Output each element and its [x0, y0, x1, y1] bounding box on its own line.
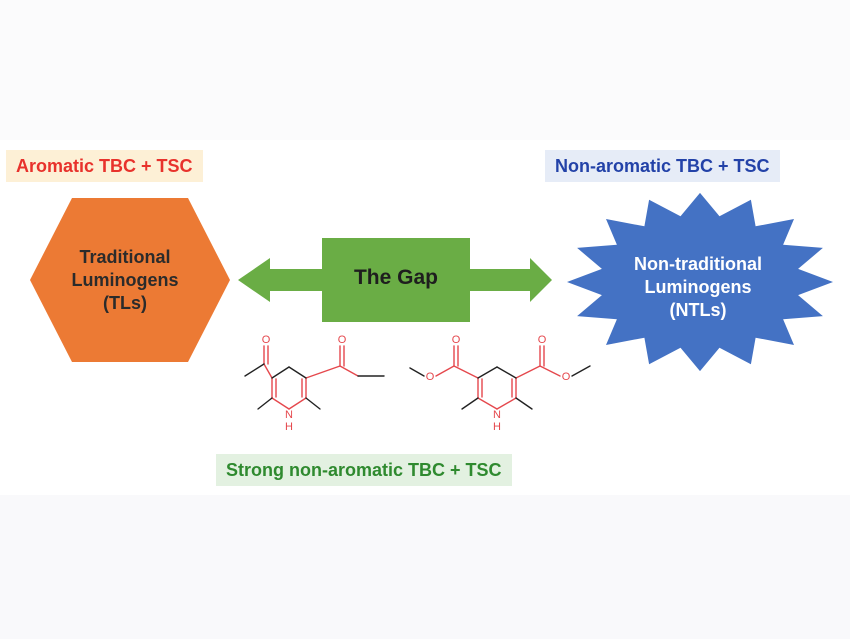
- ntl-line-3: (NTLs): [669, 300, 727, 320]
- atom-n-right: N: [493, 409, 501, 421]
- gap-box: [322, 238, 470, 322]
- atom-o-right-3: O: [538, 334, 547, 346]
- ntl-line-2: Luminogens: [644, 277, 752, 297]
- non-traditional-luminogens-text: Non-traditional Luminogens (NTLs): [598, 253, 798, 322]
- atom-o-right-2: O: [426, 371, 435, 383]
- atom-o-right-4: O: [562, 371, 571, 383]
- strong-non-aromatic-label: Strong non-aromatic TBC + TSC: [216, 454, 512, 486]
- molecule-right: [409, 345, 591, 410]
- atom-h-left: H: [285, 421, 293, 433]
- ntl-line-1: Non-traditional: [634, 254, 762, 274]
- traditional-hexagon: [30, 198, 230, 362]
- non-aromatic-label: Non-aromatic TBC + TSC: [545, 150, 780, 182]
- gap-label: The Gap: [353, 266, 438, 289]
- molecule-left: [244, 345, 385, 410]
- atom-o-left-1: O: [262, 334, 271, 346]
- atom-n-left: N: [285, 409, 293, 421]
- tl-line-3: (TLs): [103, 293, 147, 313]
- background-bottom: [0, 495, 850, 639]
- aromatic-label: Aromatic TBC + TSC: [6, 150, 203, 182]
- tl-line-1: Traditional: [79, 247, 171, 267]
- background-top: [0, 0, 850, 140]
- atom-o-right-1: O: [452, 334, 461, 346]
- atom-o-left-2: O: [338, 334, 347, 346]
- tl-line-2: Luminogens: [71, 270, 179, 290]
- traditional-luminogens-text: Traditional Luminogens (TLs): [45, 246, 205, 315]
- non-traditional-starburst: [567, 192, 833, 372]
- atom-h-right: H: [493, 421, 501, 433]
